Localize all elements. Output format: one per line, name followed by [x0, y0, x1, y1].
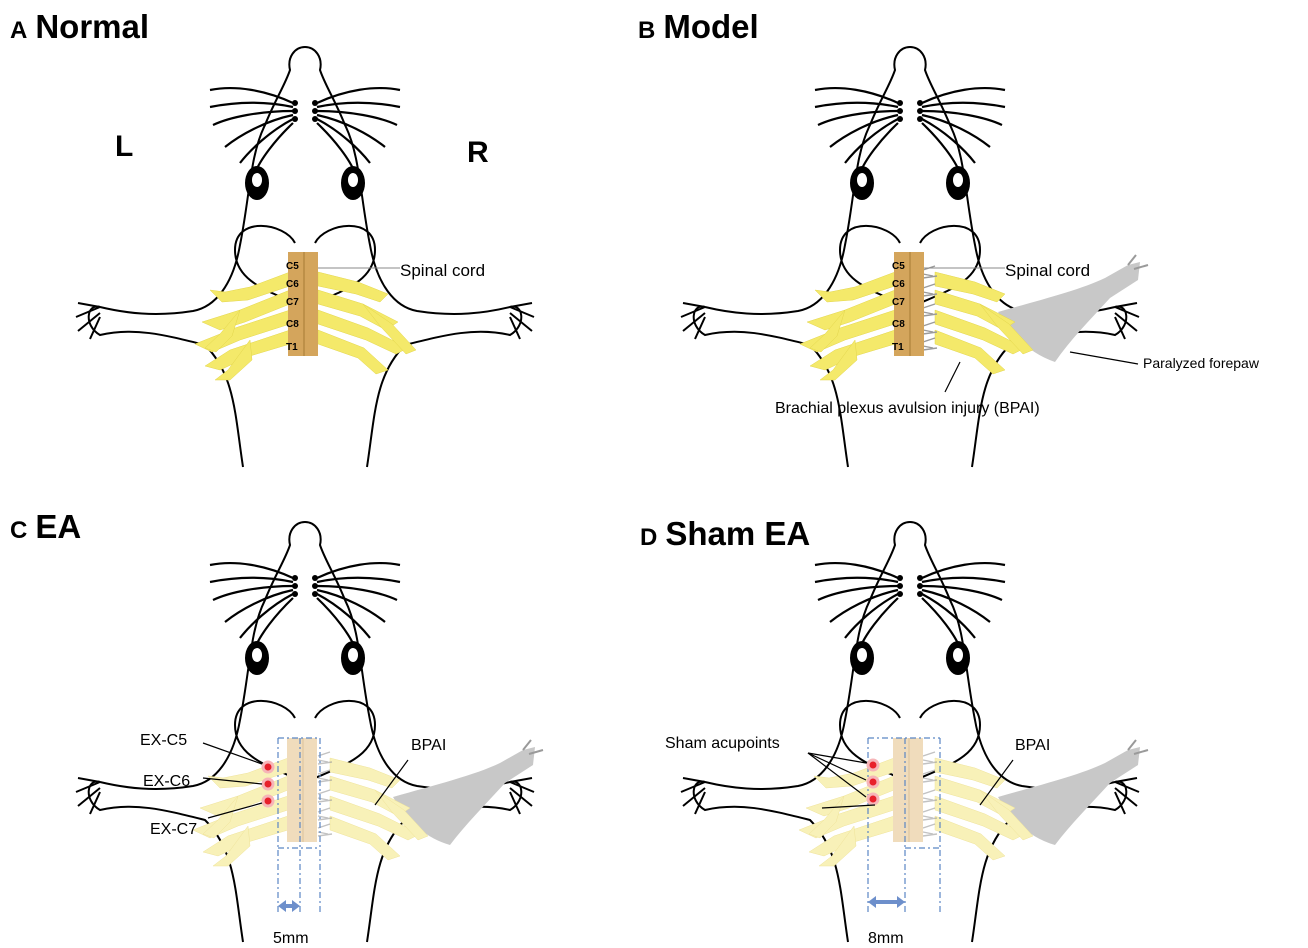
panel-c-letter: C [10, 517, 27, 544]
spinal-column [287, 738, 317, 842]
panel-a-title: Normal [35, 8, 149, 45]
svg-text:CEA: C EA [10, 508, 81, 545]
ex-c6-label: EX-C6 [143, 773, 190, 790]
spinal-cord-label: Spinal cord [400, 261, 485, 280]
panel-a-letter: A [10, 17, 27, 44]
acupoint-ex-c5 [263, 762, 273, 772]
segment-c6: C6 [286, 279, 299, 290]
paralyzed-forepaw-label: Paralyzed forepaw [1143, 355, 1260, 371]
ex-c7-label: EX-C7 [150, 821, 197, 838]
sham-acupoint-1 [868, 760, 878, 770]
segment-t1: T1 [286, 342, 298, 353]
segment-c5: C5 [892, 261, 905, 272]
bpai-full-label: Brachial plexus avulsion injury (BPAI) [775, 400, 1040, 417]
distance-label: 8mm [868, 930, 904, 947]
panel-c-title: EA [35, 508, 81, 545]
ex-c5-label: EX-C5 [140, 732, 187, 749]
segment-c7: C7 [286, 297, 299, 308]
panel-a: A Normal L R C5 C6 C7 C8 T1 Spinal cord [10, 8, 534, 467]
paralyzed-forepaw-pointer [1070, 352, 1138, 364]
acupoints [263, 762, 273, 806]
segment-c8: C8 [892, 319, 905, 330]
panel-b: B Model C5 C6 C7 C8 T1 Spinal cord Paraly… [638, 8, 1260, 467]
sham-acupoint-3 [868, 794, 878, 804]
panel-d-title: Sham EA [665, 515, 810, 552]
segment-c7: C7 [892, 297, 905, 308]
segment-c6: C6 [892, 279, 905, 290]
segment-c8: C8 [286, 319, 299, 330]
panel-b-title: Model [663, 8, 758, 45]
segment-c5: C5 [286, 261, 299, 272]
panel-c: C EA 5mm [10, 508, 543, 947]
right-side-label: R [467, 136, 489, 169]
left-side-label: L [115, 130, 133, 163]
bpai-label: BPAI [411, 737, 446, 754]
acupoint-ex-c7 [263, 796, 273, 806]
sham-acupoints [868, 760, 878, 804]
bpai-label: BPAI [1015, 737, 1050, 754]
panel-d: D Sham EA 8mm [640, 515, 1148, 947]
acupoint-ex-c6 [263, 779, 273, 789]
sham-acupoint-2 [868, 777, 878, 787]
spinal-cord-label: Spinal cord [1005, 261, 1090, 280]
rat-illustration [681, 522, 1139, 942]
distance-label: 5mm [273, 930, 309, 947]
sham-acupoints-label: Sham acupoints [665, 735, 780, 752]
segment-t1: T1 [892, 342, 904, 353]
panel-d-letter: D [640, 524, 657, 551]
spinal-column [893, 738, 923, 842]
panel-b-letter: B [638, 17, 655, 44]
